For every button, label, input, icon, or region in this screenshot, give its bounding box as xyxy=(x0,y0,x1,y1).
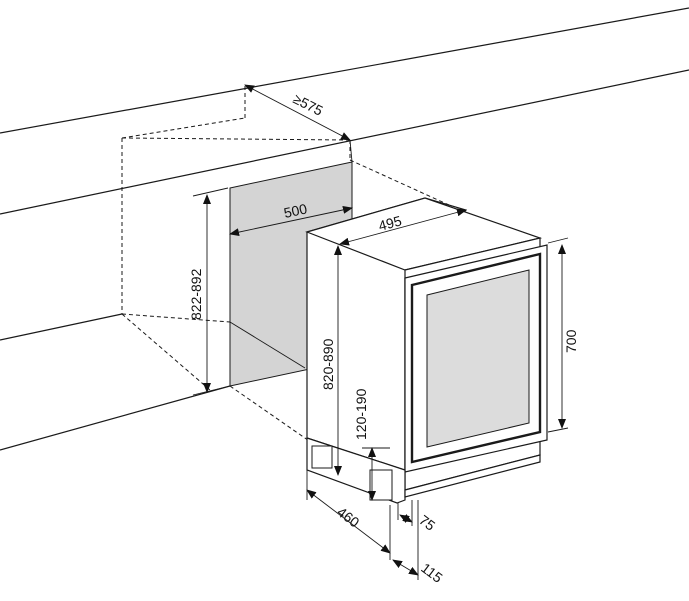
label-niche-height: 822-892 xyxy=(188,268,204,320)
label-door-height: 700 xyxy=(563,329,579,353)
label-niche-depth: ≥575 xyxy=(291,90,326,118)
door-glass xyxy=(426,269,530,448)
label-niche-width: 500 xyxy=(282,200,308,221)
label-cabinet-height: 820-890 xyxy=(320,338,336,390)
adjacent-cabinet xyxy=(0,313,231,451)
countertop xyxy=(0,7,689,215)
label-plinth-height: 120-190 xyxy=(353,388,369,440)
label-depth-115: 115 xyxy=(418,560,446,586)
label-depth-75: 75 xyxy=(416,512,438,534)
label-cabinet-width: 495 xyxy=(377,212,404,234)
label-depth-460: 460 xyxy=(334,504,362,531)
dimension-lines xyxy=(192,84,569,580)
